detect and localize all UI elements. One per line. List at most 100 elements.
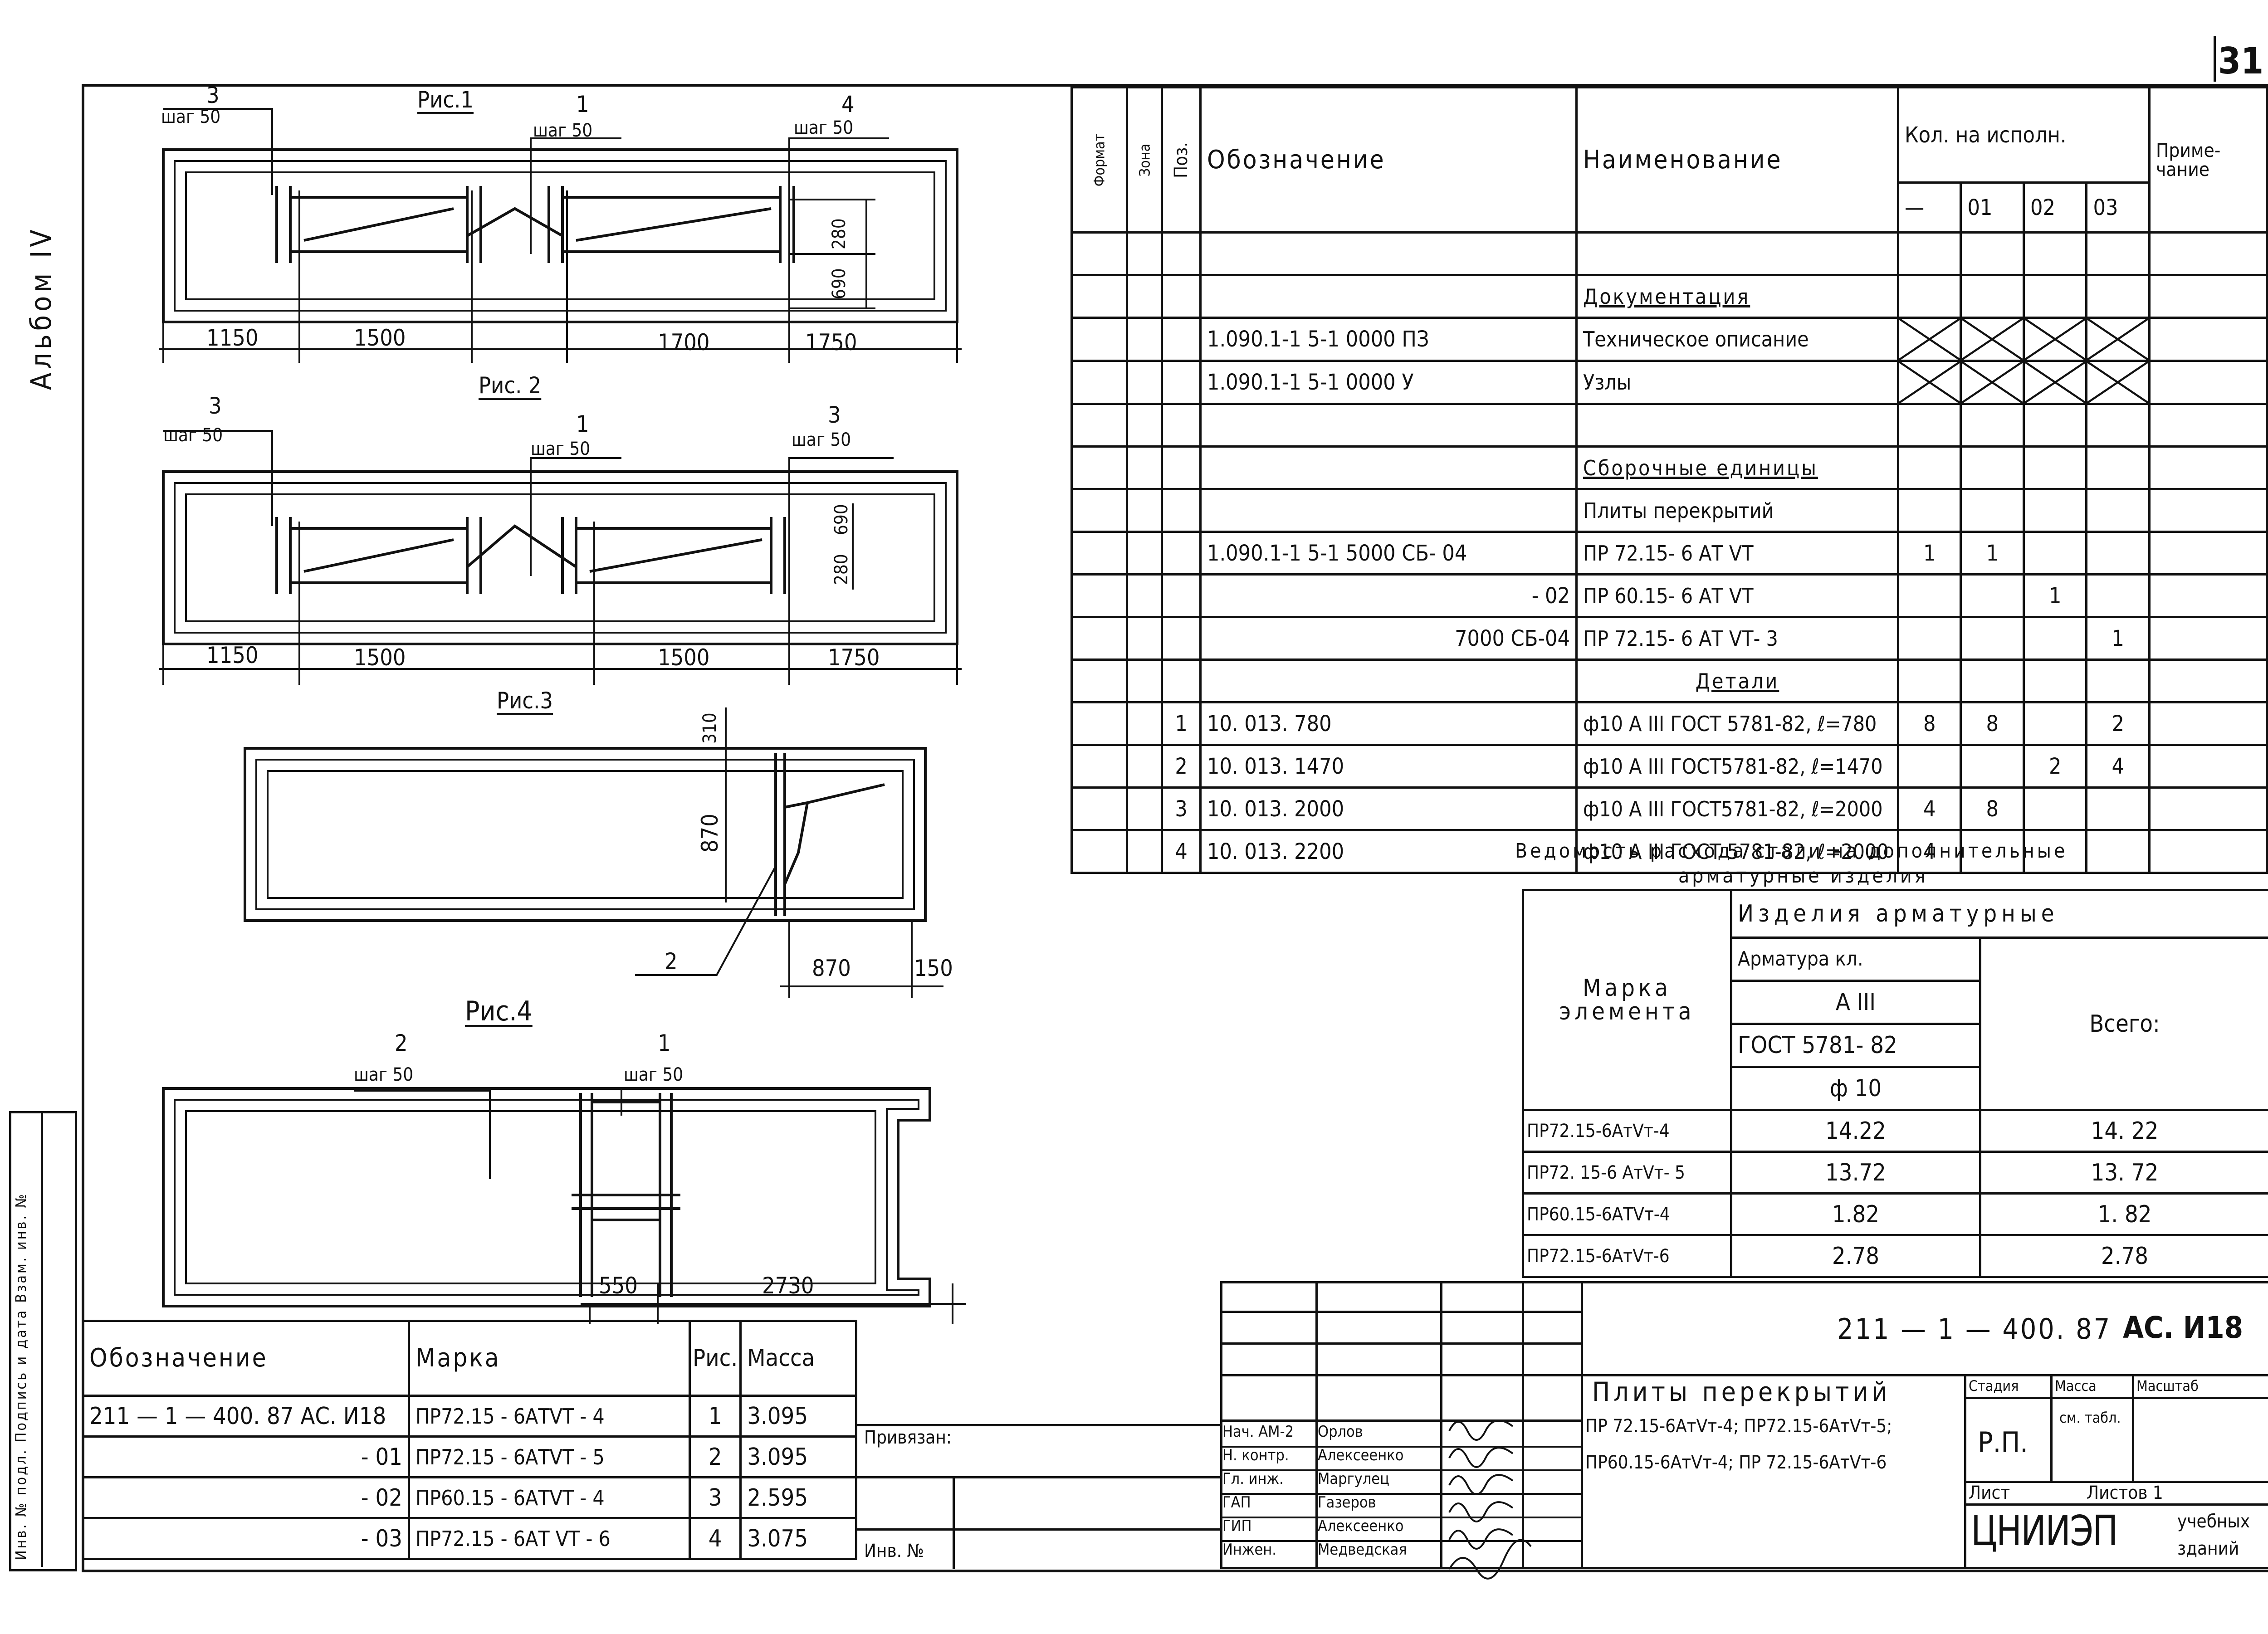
spec-cell-note — [2148, 786, 2268, 831]
spec-row: Детали — [1070, 658, 2268, 703]
spec-cell-name: ПР 72.15- 6 АТ VТ — [1575, 531, 1899, 576]
spec-cell-format — [1070, 403, 1128, 448]
fig4-slab — [162, 1087, 931, 1307]
fig3-slab — [244, 747, 927, 922]
fig1-step-left-num: 3 — [206, 82, 220, 108]
stamp-divider — [41, 1111, 43, 1567]
steel-rebar-grade: А III — [1730, 980, 1981, 1025]
mass-header-designation: Обозначение — [82, 1320, 410, 1397]
tb-org-logo: ЦНИИЭП — [1971, 1507, 2118, 1555]
tb-sheet-code: АС. И18 — [2123, 1310, 2244, 1345]
spec-cell-format — [1070, 744, 1128, 789]
sheet-frame — [82, 84, 2268, 1572]
spec-cell-zone — [1125, 658, 1163, 703]
spec-cell-designation: 10. 013. 780 — [1199, 701, 1578, 746]
fig1-dim-1700: 1700 — [658, 329, 710, 356]
bound-label: Привязан: — [864, 1427, 952, 1448]
spec-cell-qty — [1897, 573, 1962, 618]
spec-cell-qty: 4 — [1897, 786, 1962, 831]
tb-org-line2: зданий — [2177, 1538, 2239, 1559]
spec-cell-qty — [1897, 231, 1962, 276]
tb-name-line1: Плиты перекрытий — [1592, 1376, 1891, 1407]
tb-mass-label: Масса — [2055, 1377, 2097, 1395]
tb-name-line3: ПР60.15-6АтVт-4; ПР 72.15-6АтVт-6 — [1585, 1452, 1887, 1473]
spec-cell-format — [1070, 231, 1128, 276]
spec-cell-qty — [2085, 786, 2151, 831]
fig2-dim-280: 280 — [831, 554, 852, 585]
steel-row-total: 14. 22 — [1979, 1109, 2268, 1153]
spec-cell-pos — [1161, 531, 1202, 576]
mass-row-fig: 3 — [688, 1476, 742, 1519]
spec-cell-pos — [1161, 573, 1202, 618]
spec-cell-note — [2148, 531, 2268, 576]
spec-cell-zone — [1125, 274, 1163, 319]
spec-cell-pos — [1161, 658, 1202, 703]
spec-qty-col: 03 — [2085, 181, 2151, 234]
tb-sheet-label: Лист — [1969, 1483, 2010, 1503]
tb-v7 — [2132, 1374, 2134, 1483]
fig2-dim-1500b: 1500 — [658, 644, 710, 671]
fig4-step-mid: шаг 50 — [624, 1064, 684, 1085]
steel-table: Марка элемента Изделия арматурные Армату… — [1522, 889, 2268, 1278]
mass-row-mass: 3.075 — [739, 1517, 857, 1560]
spec-header-designation: Обозначение — [1199, 86, 1578, 234]
spec-cell-zone — [1125, 445, 1163, 490]
spec-cell-pos — [1161, 274, 1202, 319]
spec-cell-zone — [1125, 231, 1163, 276]
spec-header-note: Приме-чание — [2148, 86, 2268, 234]
fig1-step-right: шаг 50 — [794, 117, 854, 138]
spec-cell-qty: 1 — [2085, 616, 2151, 661]
fig3-dim-870h: 870 — [812, 955, 851, 981]
spec-cell-name: ПР 72.15- 6 АТ VТ- 3 — [1575, 616, 1899, 661]
fig4-dim-550: 550 — [599, 1273, 638, 1299]
fig2-step-mid: шаг 50 — [531, 439, 591, 459]
fig4-dim-2730: 2730 — [762, 1273, 814, 1299]
spec-cell-qty — [1960, 403, 2025, 448]
spec-qty-cols: — 01 02 03 — [1072, 181, 2267, 234]
spec-cell-designation — [1199, 403, 1578, 448]
tb-v1 — [1315, 1281, 1318, 1567]
fig2-title: Рис. 2 — [479, 372, 542, 399]
steel-title-1: Ведомость расхода стали на дополнительны… — [1515, 839, 2068, 863]
sheet-number-tick — [2214, 36, 2216, 82]
spec-cell-name: ф10 А III ГОСТ 5781-82, ℓ=2000 — [1575, 829, 1899, 874]
steel-row-value: 14.22 — [1730, 1109, 1981, 1153]
fig2-step-right: шаг 50 — [792, 429, 851, 450]
spec-cell-pos: 4 — [1161, 829, 1202, 874]
spec-cell-designation: 1.090.1-1 5-1 0000 ПЗ — [1199, 317, 1578, 362]
fig1-step-mid: шаг 50 — [533, 120, 593, 141]
spec-cell-name: Документация — [1575, 274, 1899, 319]
spec-cell-qty — [2022, 658, 2088, 703]
spec-cell-zone — [1125, 744, 1163, 789]
spec-cell-qty — [2022, 829, 2088, 874]
mass-header-mark: Марка — [408, 1320, 691, 1397]
fig2-dim-690: 690 — [831, 504, 852, 535]
spec-cell-note — [2148, 274, 2268, 319]
spec-cell-format — [1070, 786, 1128, 831]
steel-rebar-class: Арматура кл. — [1730, 937, 1981, 982]
tb-code: 211 — 1 — 400. 87 — [1837, 1312, 2112, 1346]
mass-row-mass: 2.595 — [739, 1476, 857, 1519]
mass-row-mark: ПР72.15 - 6АТ VТ - 6 — [408, 1517, 691, 1560]
signer-name: Орлов — [1318, 1423, 1363, 1441]
fig2-dim-1500a: 1500 — [354, 644, 406, 671]
spec-cell-qty — [1897, 403, 1962, 448]
mass-row-mark: ПР72.15 - 6АТVТ - 4 — [408, 1395, 691, 1438]
spec-cell-qty — [1897, 658, 1962, 703]
spec-cell-qty-crossed — [2085, 360, 2151, 405]
spec-cell-qty — [2022, 231, 2088, 276]
fig1-title: Рис.1 — [417, 87, 474, 113]
spec-cell-pos: 1 — [1161, 701, 1202, 746]
signer-name: Алексеенко — [1318, 1517, 1404, 1535]
spec-cell-format — [1070, 616, 1128, 661]
spec-cell-format — [1070, 531, 1128, 576]
spec-cell-name — [1575, 231, 1899, 276]
spec-cell-qty-crossed — [1960, 360, 2025, 405]
fig1-dim-690: 690 — [829, 268, 850, 299]
cross-icon — [1899, 362, 1960, 403]
cross-icon — [1962, 319, 2023, 360]
spec-cell-zone — [1125, 701, 1163, 746]
